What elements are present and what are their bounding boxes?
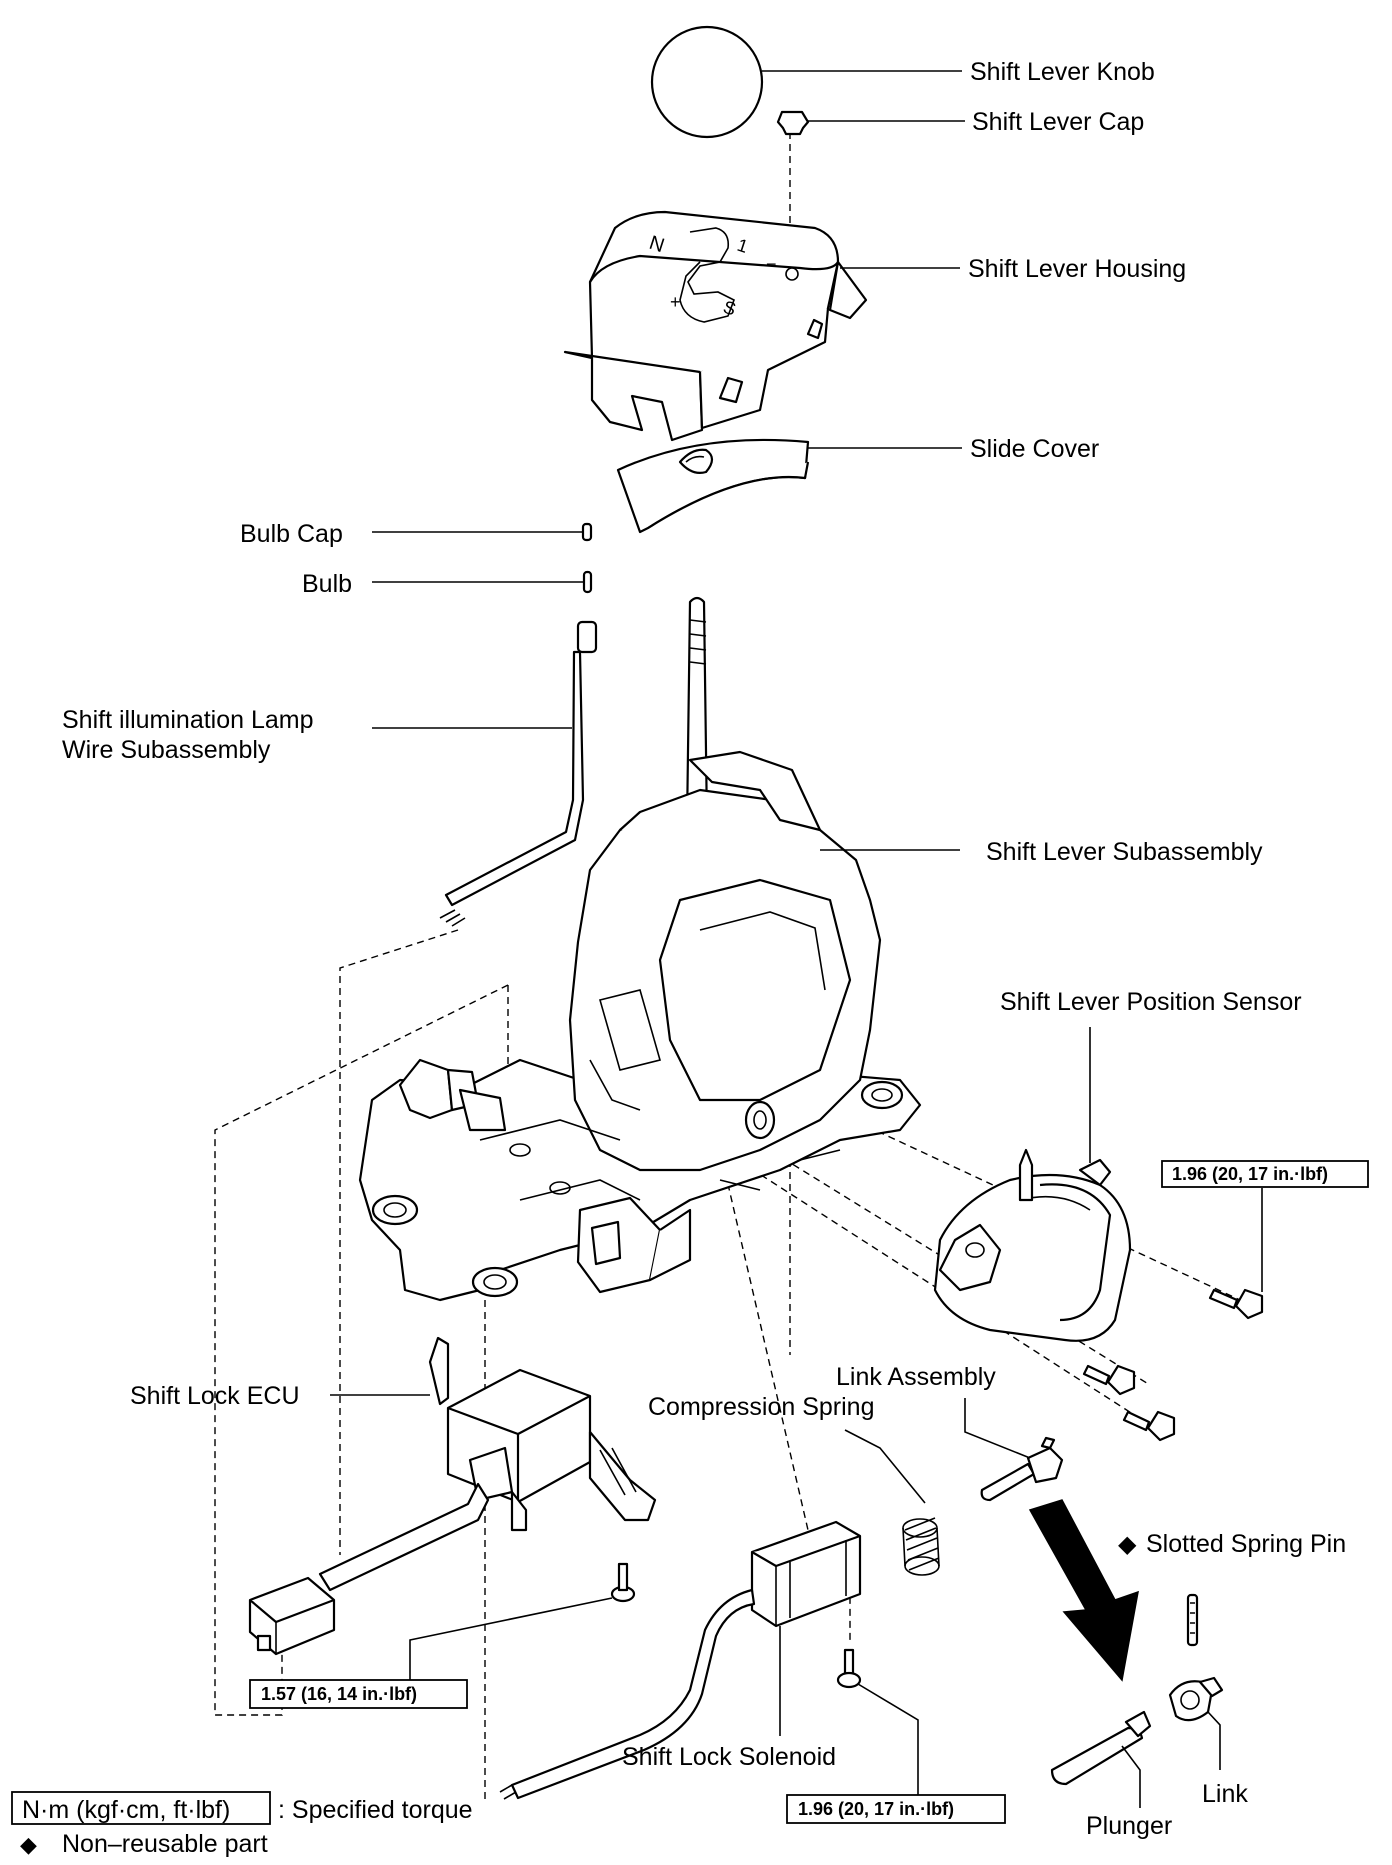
sensor-torque-value: 1.96 (20, 17 in.·lbf) xyxy=(1172,1164,1328,1184)
plunger: Plunger xyxy=(1050,1710,1172,1840)
solenoid-bolt xyxy=(836,1648,862,1689)
label-shift-lever-housing: Shift Lever Housing xyxy=(968,255,1186,283)
compression-spring: Compression Spring xyxy=(648,1393,940,1576)
shift-lever-cap: Shift Lever Cap xyxy=(776,108,1144,136)
disassembly-arrow xyxy=(1028,1499,1139,1682)
legend-torque-unit: N·m (kgf·cm, ft·lbf) xyxy=(22,1796,230,1824)
ecu-torque-box: 1.57 (16, 14 in.·lbf) xyxy=(249,1597,613,1709)
slotted-spring-pin: ◆ Slotted Spring Pin xyxy=(1118,1530,1346,1647)
legend-non-reusable: Non–reusable part xyxy=(62,1830,268,1858)
shift-lever-knob: Shift Lever Knob xyxy=(650,25,1155,139)
svg-text:−: − xyxy=(766,254,777,274)
label-lamp-wire-line2: Wire Subassembly xyxy=(62,736,271,764)
label-slide-cover: Slide Cover xyxy=(970,435,1099,463)
label-bulb: Bulb xyxy=(302,570,352,598)
ecu-bolt xyxy=(610,1562,636,1603)
svg-text:+: + xyxy=(670,292,681,312)
shift-lock-solenoid: Shift Lock Solenoid xyxy=(499,1520,862,1800)
svg-text:N: N xyxy=(646,232,667,257)
solenoid-torque-value: 1.96 (20, 17 in.·lbf) xyxy=(798,1799,954,1819)
legend-torque-desc: : Specified torque xyxy=(278,1796,473,1824)
label-shift-lever-subassembly: Shift Lever Subassembly xyxy=(986,838,1263,866)
shift-lever-housing: N 1 S + − Shift Lever Housing xyxy=(563,210,1186,442)
legend-diamond: ◆ xyxy=(20,1832,37,1857)
bulb-cap: Bulb Cap xyxy=(240,520,593,548)
link: Link xyxy=(1168,1676,1248,1808)
label-shift-lever-knob: Shift Lever Knob xyxy=(970,58,1155,86)
label-compression-spring: Compression Spring xyxy=(648,1393,875,1421)
label-shift-lock-solenoid: Shift Lock Solenoid xyxy=(622,1743,836,1771)
sensor-bolt-1 xyxy=(1208,1288,1264,1320)
svg-text:S: S xyxy=(721,297,739,320)
label-slotted-spring-pin: Slotted Spring Pin xyxy=(1146,1530,1346,1558)
bulb: Bulb xyxy=(302,570,593,598)
ecu-torque-value: 1.57 (16, 14 in.·lbf) xyxy=(261,1684,417,1704)
link-assembly: Link Assembly xyxy=(836,1363,1064,1502)
label-plunger: Plunger xyxy=(1086,1812,1172,1840)
solenoid-torque-box: 1.96 (20, 17 in.·lbf) xyxy=(786,1683,1006,1824)
legend: N·m (kgf·cm, ft·lbf) : Specified torque … xyxy=(11,1791,473,1858)
shift-lever-position-sensor: Shift Lever Position Sensor xyxy=(933,988,1302,1342)
sensor-bolt-2 xyxy=(1082,1364,1136,1396)
slide-cover: Slide Cover xyxy=(616,435,1099,534)
sensor-bolt-3 xyxy=(1122,1410,1176,1442)
shift-lock-ecu: Shift Lock ECU xyxy=(130,1336,657,1656)
label-position-sensor: Shift Lever Position Sensor xyxy=(1000,988,1302,1016)
shift-illumination-lamp-wire: Shift illumination Lamp Wire Subassembly xyxy=(62,620,598,927)
sensor-torque-box: 1.96 (20, 17 in.·lbf) xyxy=(1161,1160,1369,1292)
label-bulb-cap: Bulb Cap xyxy=(240,520,343,548)
label-link: Link xyxy=(1202,1780,1248,1808)
label-lamp-wire-line1: Shift illumination Lamp xyxy=(62,706,314,734)
label-shift-lever-cap: Shift Lever Cap xyxy=(972,108,1144,136)
label-shift-lock-ecu: Shift Lock ECU xyxy=(130,1382,300,1410)
non-reusable-marker: ◆ xyxy=(1118,1531,1137,1558)
shift-lever-subassembly: Shift Lever Subassembly xyxy=(358,750,1263,1302)
label-link-assembly: Link Assembly xyxy=(836,1363,996,1391)
